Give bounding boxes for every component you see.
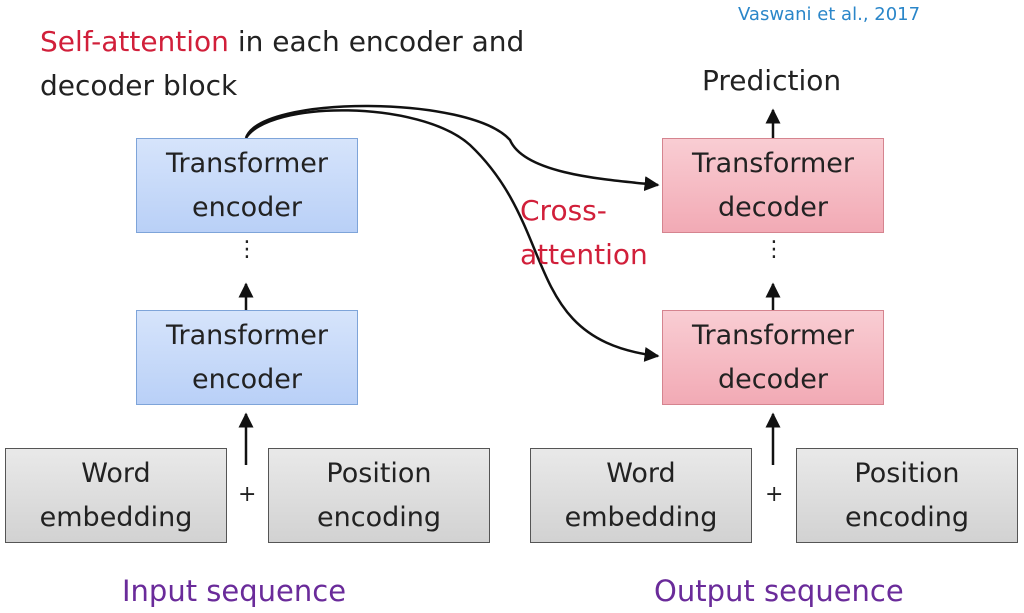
citation: Vaswani et al., 2017 (738, 4, 921, 25)
decoder-bottom-line1: Transformer (691, 319, 854, 351)
input-plus-sign: + (238, 482, 257, 507)
encoder-bottom-line1: Transformer (165, 319, 328, 351)
input-word-embedding: Word embedding (5, 448, 227, 543)
input-sequence-label: Input sequence (122, 574, 347, 608)
transformer-decoder-bottom: Transformer decoder (662, 310, 884, 405)
cross-attention-line1: Cross- (520, 194, 607, 227)
decoder-top-line1: Transformer (691, 147, 854, 179)
input-word-line2: embedding (39, 501, 193, 533)
output-position-line2: encoding (845, 501, 969, 533)
cross-attention-curve-bottom (244, 109, 660, 362)
cross-attention-line2: attention (520, 238, 648, 271)
decoder-stack-ellipsis: ⋮ (763, 237, 785, 262)
encoder-top-line1: Transformer (165, 147, 328, 179)
output-position-line1: Position (854, 457, 960, 489)
output-position-encoding: Position encoding (796, 448, 1018, 543)
heading-line2: decoder block (40, 69, 238, 102)
heading-highlight: Self-attention (40, 25, 229, 58)
encoder-bottom-line2: encoder (192, 363, 302, 395)
transformer-encoder-top: Transformer encoder (136, 138, 358, 233)
transformer-decoder-top: Transformer decoder (662, 138, 884, 233)
heading: Self-attention in each encoder and decod… (40, 20, 524, 108)
input-word-line1: Word (81, 457, 151, 489)
transformer-encoder-bottom: Transformer encoder (136, 310, 358, 405)
input-position-encoding: Position encoding (268, 448, 490, 543)
cross-attention-label: Cross- attention (520, 189, 648, 277)
encoder-top-line2: encoder (192, 191, 302, 223)
input-position-line2: encoding (317, 501, 441, 533)
decoder-top-line2: decoder (718, 191, 828, 223)
cross-attention-curve-top (244, 104, 660, 192)
output-plus-sign: + (765, 482, 784, 507)
output-word-embedding: Word embedding (530, 448, 752, 543)
input-position-line1: Position (326, 457, 432, 489)
output-word-line2: embedding (564, 501, 718, 533)
decoder-bottom-line2: decoder (718, 363, 828, 395)
encoder-stack-ellipsis: ⋮ (236, 237, 258, 262)
output-sequence-label: Output sequence (654, 574, 904, 608)
prediction-label: Prediction (702, 64, 842, 97)
output-word-line1: Word (606, 457, 676, 489)
heading-line1-rest: in each encoder and (228, 25, 525, 58)
